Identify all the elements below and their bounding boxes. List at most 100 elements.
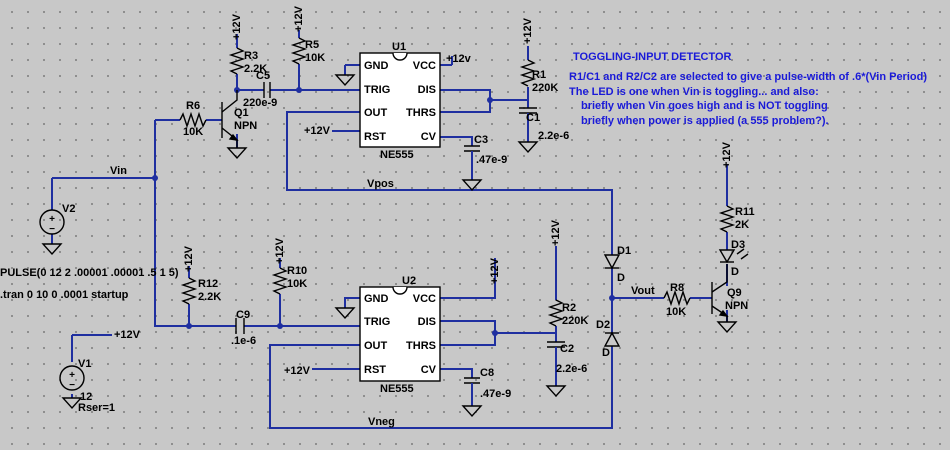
r10-ref: R10 [287,265,307,277]
c2-capacitor[interactable]: C2 2.2e-6 [547,341,587,375]
u2-pin-dis: DIS [418,316,436,328]
r10-resistor[interactable]: R10 10K [271,265,307,295]
u1-pin-vcc: VCC [413,60,436,72]
r1-resistor[interactable]: R1 220K [519,59,558,94]
r12-resistor[interactable]: R12 2.2K [180,277,221,305]
u1-pin-dis: DIS [418,84,436,96]
r3-ref: R3 [244,50,258,62]
r11-resistor[interactable]: R11 2K [718,205,755,233]
u1-pin-cv: CV [421,131,437,143]
supply-r2: +12V [550,219,562,246]
spice-directives[interactable]: PULSE(0 12 2 .00001 .00001 .5 1 5) .tran… [0,267,179,301]
r3-value: 2.2K [244,63,267,75]
r3-resistor[interactable]: R3 2.2K [228,47,267,75]
c9-capacitor[interactable]: C9 .1e-6 [231,309,256,347]
svg-text:−: − [69,380,75,391]
supply-r1: +12V [522,17,534,44]
svg-text:−: − [49,224,55,235]
supply-r12: +12V [183,245,195,272]
r2-value: 220K [562,315,588,327]
d2-diode[interactable]: D2 D [596,319,621,359]
junctions [152,87,615,336]
q9-ref: Q9 [727,287,742,299]
c8-ref: C8 [480,367,494,379]
v1-value: 12 [80,391,92,403]
c3-capacitor[interactable]: C3 .47e-9 [464,134,507,166]
r6-ref: R6 [186,100,200,112]
u2-ne555[interactable]: U2 NE555 GND TRIG OUT RST VCC DIS THRS C… [359,275,441,395]
c8-capacitor[interactable]: C8 .47e-9 [464,367,511,400]
r6-value: 10K [183,126,203,138]
c8-value: .47e-9 [480,388,511,400]
r8-ref: R8 [670,282,684,294]
d1-ref: D1 [617,245,631,257]
u2-pin-gnd: GND [364,293,389,305]
d3-ref: D3 [731,239,745,251]
supply-u1-vcc: +12v [446,53,472,65]
u2-pin-out: OUT [364,340,388,352]
note-line-2: The LED is one when Vin is toggling... a… [569,86,819,98]
v2-ref: V2 [62,203,75,215]
d3-led[interactable]: D3 D [718,239,749,278]
supply-u2-vcc: +12V [489,257,501,284]
d2-type: D [602,347,610,359]
net-label-vin: Vin [110,165,127,177]
u1-ref: U1 [392,41,406,53]
supply-labels: +12V +12V +12V +12V +12V +12V +12V +12V … [114,5,733,377]
supply-r5: +12V [293,5,305,32]
c5-value: 220e-9 [243,97,277,109]
c1-value: 2.2e-6 [538,130,569,142]
c9-value: .1e-6 [231,335,256,347]
c5-capacitor[interactable]: C5 220e-9 [243,70,277,109]
r1-ref: R1 [532,69,546,81]
u1-model: NE555 [380,149,414,161]
d2-ref: D2 [596,319,610,331]
r12-value: 2.2K [198,291,221,303]
r8-resistor[interactable]: R8 10K [663,282,691,318]
r12-ref: R12 [198,278,218,290]
comment-notes[interactable]: TOGGLING-INPUT DETECTOR R1/C1 and R2/C2 … [569,51,927,127]
r2-resistor[interactable]: R2 220K [547,299,588,327]
u2-pin-thrs: THRS [406,340,436,352]
u2-pin-vcc: VCC [413,293,436,305]
r2-ref: R2 [562,302,576,314]
tran-directive: .tran 0 10 0 .0001 startup [0,289,129,301]
note-line-1: R1/C1 and R2/C2 are selected to give a p… [569,71,927,83]
c1-capacitor[interactable]: C1 2.2e-6 [519,107,569,142]
supply-v1: +12V [114,329,141,341]
c5-ref: C5 [256,70,270,82]
net-label-vneg: Vneg [368,416,395,428]
r11-value: 2K [735,219,749,231]
r5-value: 10K [305,52,325,64]
net-label-vout: Vout [631,285,655,297]
u1-pin-gnd: GND [364,60,389,72]
d1-diode[interactable]: D1 D [603,245,631,284]
q1-npn-transistor[interactable]: Q1 NPN [221,90,257,148]
supply-r3: +12V [231,13,243,40]
v1-dc-source[interactable]: + − V1 12 Rser=1 [59,358,115,414]
u1-pin-thrs: THRS [406,107,436,119]
note-title: TOGGLING-INPUT DETECTOR [573,51,732,63]
v2-pulse-source[interactable]: + − V2 [39,203,75,235]
v1-rser: Rser=1 [78,402,115,414]
ground-symbols [41,74,738,418]
pulse-directive: PULSE(0 12 2 .00001 .00001 .5 1 5) [0,267,179,279]
u1-pin-trig: TRIG [364,84,390,96]
c9-ref: C9 [236,309,250,321]
r5-resistor[interactable]: R5 10K [290,37,325,65]
u2-ref: U2 [402,275,416,287]
q9-npn-transistor[interactable]: Q9 NPN [711,264,748,322]
note-line-3: briefly when Vin goes high and is NOT to… [581,100,828,112]
r6-resistor[interactable]: R6 10K [179,100,207,138]
c3-value: .47e-9 [476,154,507,166]
net-labels: Vin Vpos Vneg Vout [110,165,655,428]
u1-ne555[interactable]: U1 NE555 GND TRIG OUT RST VCC DIS THRS C… [359,41,441,161]
note-line-4: briefly when power is applied (a 555 pro… [581,115,829,127]
svg-text:+: + [49,214,55,225]
net-label-vpos: Vpos [367,178,394,190]
q1-type: NPN [234,120,257,132]
svg-text:+: + [69,370,75,381]
c1-ref: C1 [526,112,540,124]
r1-value: 220K [532,82,558,94]
